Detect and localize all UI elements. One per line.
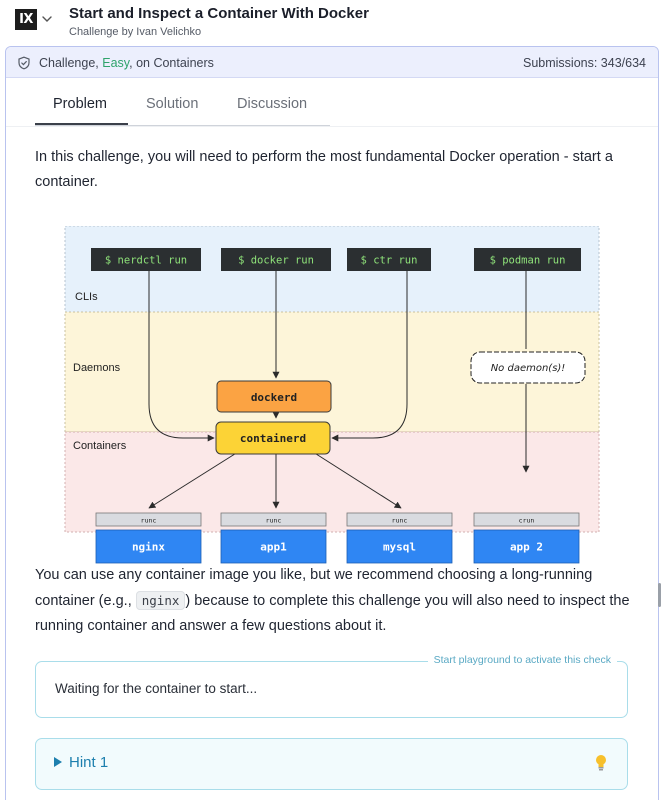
intro-paragraph: In this challenge, you will need to perf… <box>35 149 613 190</box>
tab-bar: Problem Solution Discussion <box>35 92 330 126</box>
section-label-containers: Containers <box>73 440 127 452</box>
container-label-app2: app 2 <box>510 541 543 554</box>
lightbulb-icon <box>596 755 606 771</box>
challenge-title: Start and Inspect a Container With Docke… <box>69 5 369 22</box>
runtime-label-4: crun <box>519 517 535 525</box>
cli-label-docker: $ docker run <box>238 255 314 267</box>
no-daemon-label: No daemon(s)! <box>491 363 566 374</box>
cli-box-podman <box>474 248 581 271</box>
tab-discussion[interactable]: Discussion <box>237 96 308 112</box>
section-label-daemons: Daemons <box>73 362 121 374</box>
shield-check-icon <box>18 56 30 70</box>
container-check: Start playground to activate this check … <box>35 654 628 718</box>
tab-solution[interactable]: Solution <box>146 96 199 112</box>
tabs-divider <box>6 126 658 127</box>
container-boxes: nginx app1 mysql app 2 <box>95 529 580 564</box>
meta-suffix: , on Containers <box>129 56 214 70</box>
dockerd-label: dockerd <box>251 391 297 404</box>
meta-prefix: Challenge, <box>39 56 103 70</box>
tab-problem[interactable]: Problem <box>53 96 107 112</box>
runtime-label-2: runc <box>266 517 282 525</box>
runtime-bar-1 <box>95 512 202 527</box>
cli-label-ctr: $ ctr run <box>361 255 418 267</box>
dockerd-box <box>216 380 332 413</box>
containerd-box <box>215 421 331 455</box>
container-label-nginx: nginx <box>132 541 165 554</box>
arrow-containerd-to-mysql <box>312 451 402 509</box>
challenge-meta: Challenge, Easy, on Containers <box>39 56 214 70</box>
inline-code-nginx: nginx <box>135 591 186 610</box>
section-label-clis: CLIs <box>75 291 98 303</box>
hint-1-label: Hint 1 <box>69 754 109 771</box>
check-status: Waiting for the container to start... <box>55 681 258 696</box>
difficulty-label[interactable]: Easy <box>102 56 130 70</box>
containerd-label: containerd <box>240 432 306 445</box>
scrollbar-thumb[interactable] <box>658 583 661 607</box>
runtime-label-3: runc <box>392 517 408 525</box>
container-runtimes-diagram: CLIs Daemons Containers $ nerdctl run $ … <box>64 226 600 533</box>
runtime-bar-3 <box>346 512 453 527</box>
container-label-app1: app1 <box>260 541 287 554</box>
active-tab-indicator <box>35 123 128 125</box>
recommendation-paragraph: You can use any container image you like… <box>35 563 635 639</box>
arrow-nerdctl-to-containerd <box>148 271 215 442</box>
runtime-label-1: runc <box>141 517 157 525</box>
hint-1-toggle[interactable]: Hint 1 <box>35 738 628 790</box>
container-box-app2 <box>473 529 580 564</box>
cli-box-ctr <box>347 248 431 271</box>
chevron-down-icon[interactable] <box>40 12 54 26</box>
cli-box-nerdctl <box>91 248 201 271</box>
cli-label-nerdctl: $ nerdctl run <box>105 255 187 267</box>
container-box-mysql <box>346 529 453 564</box>
runtime-bar-4 <box>473 512 580 527</box>
challenge-panel: Challenge, Easy, on Containers Submissio… <box>5 46 659 800</box>
iximiuz-logo[interactable]: IX <box>15 9 37 30</box>
cli-label-podman: $ podman run <box>490 255 566 267</box>
submissions-count: Submissions: 343/634 <box>523 56 646 70</box>
top-header: IX Start and Inspect a Container With Do… <box>0 0 664 44</box>
container-box-nginx <box>95 529 202 564</box>
arrow-containerd-to-nginx <box>148 451 239 509</box>
cli-box-docker <box>221 248 331 271</box>
no-daemon-box <box>470 351 586 384</box>
recommendation-text-end: ) because to complete this challenge you… <box>35 593 630 634</box>
caret-right-icon <box>54 757 62 767</box>
challenge-info-bar: Challenge, Easy, on Containers Submissio… <box>6 47 658 78</box>
container-label-mysql: mysql <box>383 541 416 554</box>
runtime-bar-2 <box>220 512 327 527</box>
challenge-author: Challenge by Ivan Velichko <box>69 26 202 38</box>
recommendation-text-start: You can use any container image you like… <box>35 567 593 609</box>
container-box-app1 <box>220 529 327 564</box>
arrow-ctr-to-containerd <box>331 271 408 442</box>
check-legend[interactable]: Start playground to activate this check <box>427 654 617 666</box>
